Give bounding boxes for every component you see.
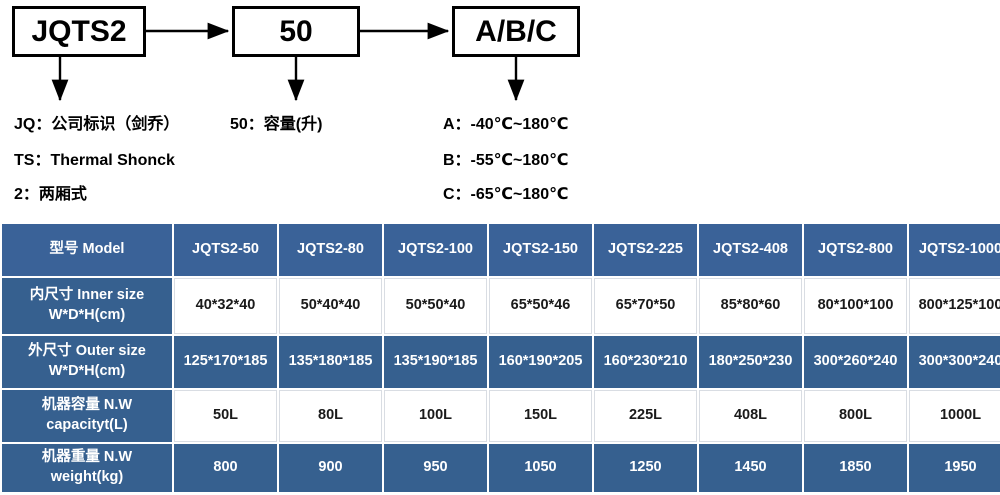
cell-outer-size-1: 135*180*185 bbox=[279, 336, 382, 388]
flow-box-capacity: 50 bbox=[232, 6, 360, 57]
cell-inner-size-4: 65*70*50 bbox=[594, 278, 697, 334]
cell-inner-size-6: 80*100*100 bbox=[804, 278, 907, 334]
cell-weight-5: 1450 bbox=[699, 444, 802, 492]
flow-box-capacity-text: 50 bbox=[279, 14, 313, 48]
row-label-line1: 型号 Model bbox=[49, 241, 125, 258]
cell-inner-size-7: 800*125*100 bbox=[909, 278, 1000, 334]
flow-box-temperature: A/B/C bbox=[452, 6, 580, 57]
cell-weight-7: 1950 bbox=[909, 444, 1000, 492]
cell-capacity-1: 80L bbox=[279, 390, 382, 442]
cell-weight-4: 1250 bbox=[594, 444, 697, 492]
cell-outer-size-3: 160*190*205 bbox=[489, 336, 592, 388]
cell-capacity-0: 50L bbox=[174, 390, 277, 442]
cell-capacity-5: 408L bbox=[699, 390, 802, 442]
row-label-line2: W*D*H(cm) bbox=[48, 363, 126, 379]
cell-outer-size-2: 135*190*185 bbox=[384, 336, 487, 388]
legend-temp-b: B：-55℃~180℃ bbox=[443, 152, 569, 169]
column-header-model-1[interactable]: JQTS2-80 bbox=[279, 224, 382, 276]
cell-outer-size-7: 300*300*240 bbox=[909, 336, 1000, 388]
legend-temp-a: A：-40℃~180℃ bbox=[443, 116, 569, 133]
row-label-line1: 外尺寸 Outer size bbox=[28, 343, 146, 360]
cell-outer-size-0: 125*170*185 bbox=[174, 336, 277, 388]
flow-box-model-text: JQTS2 bbox=[31, 14, 127, 48]
legend-two-chamber: 2：两厢式 bbox=[14, 186, 87, 203]
row-label-model: 型号 Model bbox=[2, 224, 172, 276]
cell-inner-size-5: 85*80*60 bbox=[699, 278, 802, 334]
flow-box-model: JQTS2 bbox=[12, 6, 146, 57]
legend-jq: JQ：公司标识（剑乔） bbox=[14, 116, 180, 133]
column-header-model-7[interactable]: JQTS2-1000 bbox=[909, 224, 1000, 276]
cell-weight-0: 800 bbox=[174, 444, 277, 492]
cell-weight-2: 950 bbox=[384, 444, 487, 492]
flow-box-temperature-text: A/B/C bbox=[475, 14, 557, 48]
cell-capacity-4: 225L bbox=[594, 390, 697, 442]
cell-capacity-7: 1000L bbox=[909, 390, 1000, 442]
cell-capacity-3: 150L bbox=[489, 390, 592, 442]
cell-outer-size-6: 300*260*240 bbox=[804, 336, 907, 388]
legend-capacity: 50：容量(升) bbox=[230, 116, 323, 133]
column-header-model-0[interactable]: JQTS2-50 bbox=[174, 224, 277, 276]
column-header-model-3[interactable]: JQTS2-150 bbox=[489, 224, 592, 276]
cell-weight-1: 900 bbox=[279, 444, 382, 492]
cell-capacity-6: 800L bbox=[804, 390, 907, 442]
column-header-model-6[interactable]: JQTS2-800 bbox=[804, 224, 907, 276]
cell-inner-size-0: 40*32*40 bbox=[174, 278, 277, 334]
row-label-line2: weight(kg) bbox=[50, 469, 124, 485]
row-label-weight: 机器重量 N.W weight(kg) bbox=[2, 444, 172, 492]
cell-outer-size-5: 180*250*230 bbox=[699, 336, 802, 388]
cell-capacity-2: 100L bbox=[384, 390, 487, 442]
column-header-model-2[interactable]: JQTS2-100 bbox=[384, 224, 487, 276]
cell-weight-3: 1050 bbox=[489, 444, 592, 492]
cell-inner-size-2: 50*50*40 bbox=[384, 278, 487, 334]
row-label-capacity: 机器容量 N.W capacityt(L) bbox=[2, 390, 172, 442]
legend-temp-c: C：-65℃~180℃ bbox=[443, 186, 569, 203]
cell-weight-6: 1850 bbox=[804, 444, 907, 492]
cell-inner-size-3: 65*50*46 bbox=[489, 278, 592, 334]
legend-ts: TS：Thermal Shonck bbox=[14, 152, 175, 169]
row-label-line2: capacityt(L) bbox=[46, 417, 128, 433]
column-header-model-4[interactable]: JQTS2-225 bbox=[594, 224, 697, 276]
cell-outer-size-4: 160*230*210 bbox=[594, 336, 697, 388]
row-label-line1: 机器容量 N.W bbox=[41, 397, 133, 414]
row-label-line1: 机器重量 N.W bbox=[41, 449, 133, 466]
row-label-line1: 内尺寸 Inner size bbox=[29, 287, 145, 304]
column-header-model-5[interactable]: JQTS2-408 bbox=[699, 224, 802, 276]
row-label-line2: W*D*H(cm) bbox=[48, 307, 126, 323]
model-naming-diagram: JQTS2 50 A/B/C JQ：公司标识（剑乔） TS：Thermal Sh… bbox=[0, 0, 1000, 212]
cell-inner-size-1: 50*40*40 bbox=[279, 278, 382, 334]
